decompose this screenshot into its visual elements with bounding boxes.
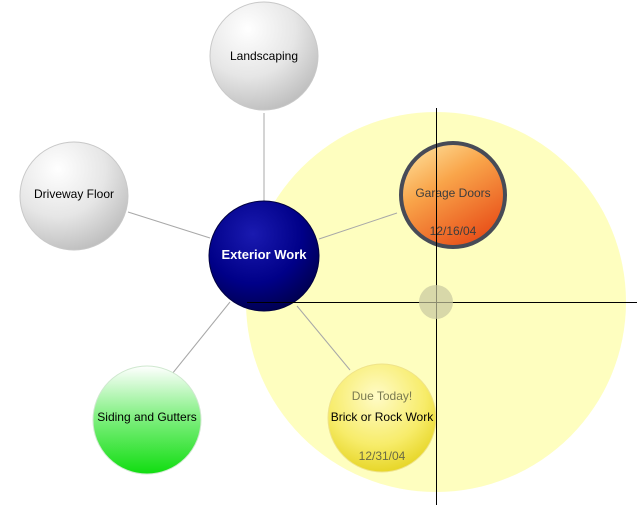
node-driveway-floor[interactable]: Driveway Floor: [19, 141, 129, 251]
node-label: Brick or Rock Work: [331, 410, 434, 424]
node-label: Driveway Floor: [34, 187, 114, 201]
node-label: Siding and Gutters: [97, 410, 196, 424]
node-landscaping[interactable]: Landscaping: [209, 1, 319, 111]
connector-siding-gutters: [171, 301, 231, 375]
crosshair-center-marker[interactable]: [419, 285, 453, 319]
node-status: Due Today!: [352, 389, 413, 403]
node-garage-doors[interactable]: Garage Doors 12/16/04: [399, 141, 507, 249]
connector-driveway-floor: [127, 211, 211, 239]
connectors: [127, 113, 398, 375]
node-date: 12/16/04: [430, 224, 477, 238]
center-node-label: Exterior Work: [221, 247, 307, 262]
node-date: 12/31/04: [359, 449, 406, 463]
node-label: Garage Doors: [415, 186, 490, 200]
node-brick-rock-work[interactable]: Due Today! Brick or Rock Work 12/31/04: [327, 363, 437, 473]
node-exterior-work[interactable]: Exterior Work: [208, 200, 320, 312]
connector-brick-rock-work: [296, 305, 351, 371]
connector-garage-doors: [318, 212, 398, 240]
node-label: Landscaping: [230, 49, 298, 63]
node-siding-gutters[interactable]: Siding and Gutters: [92, 365, 202, 475]
